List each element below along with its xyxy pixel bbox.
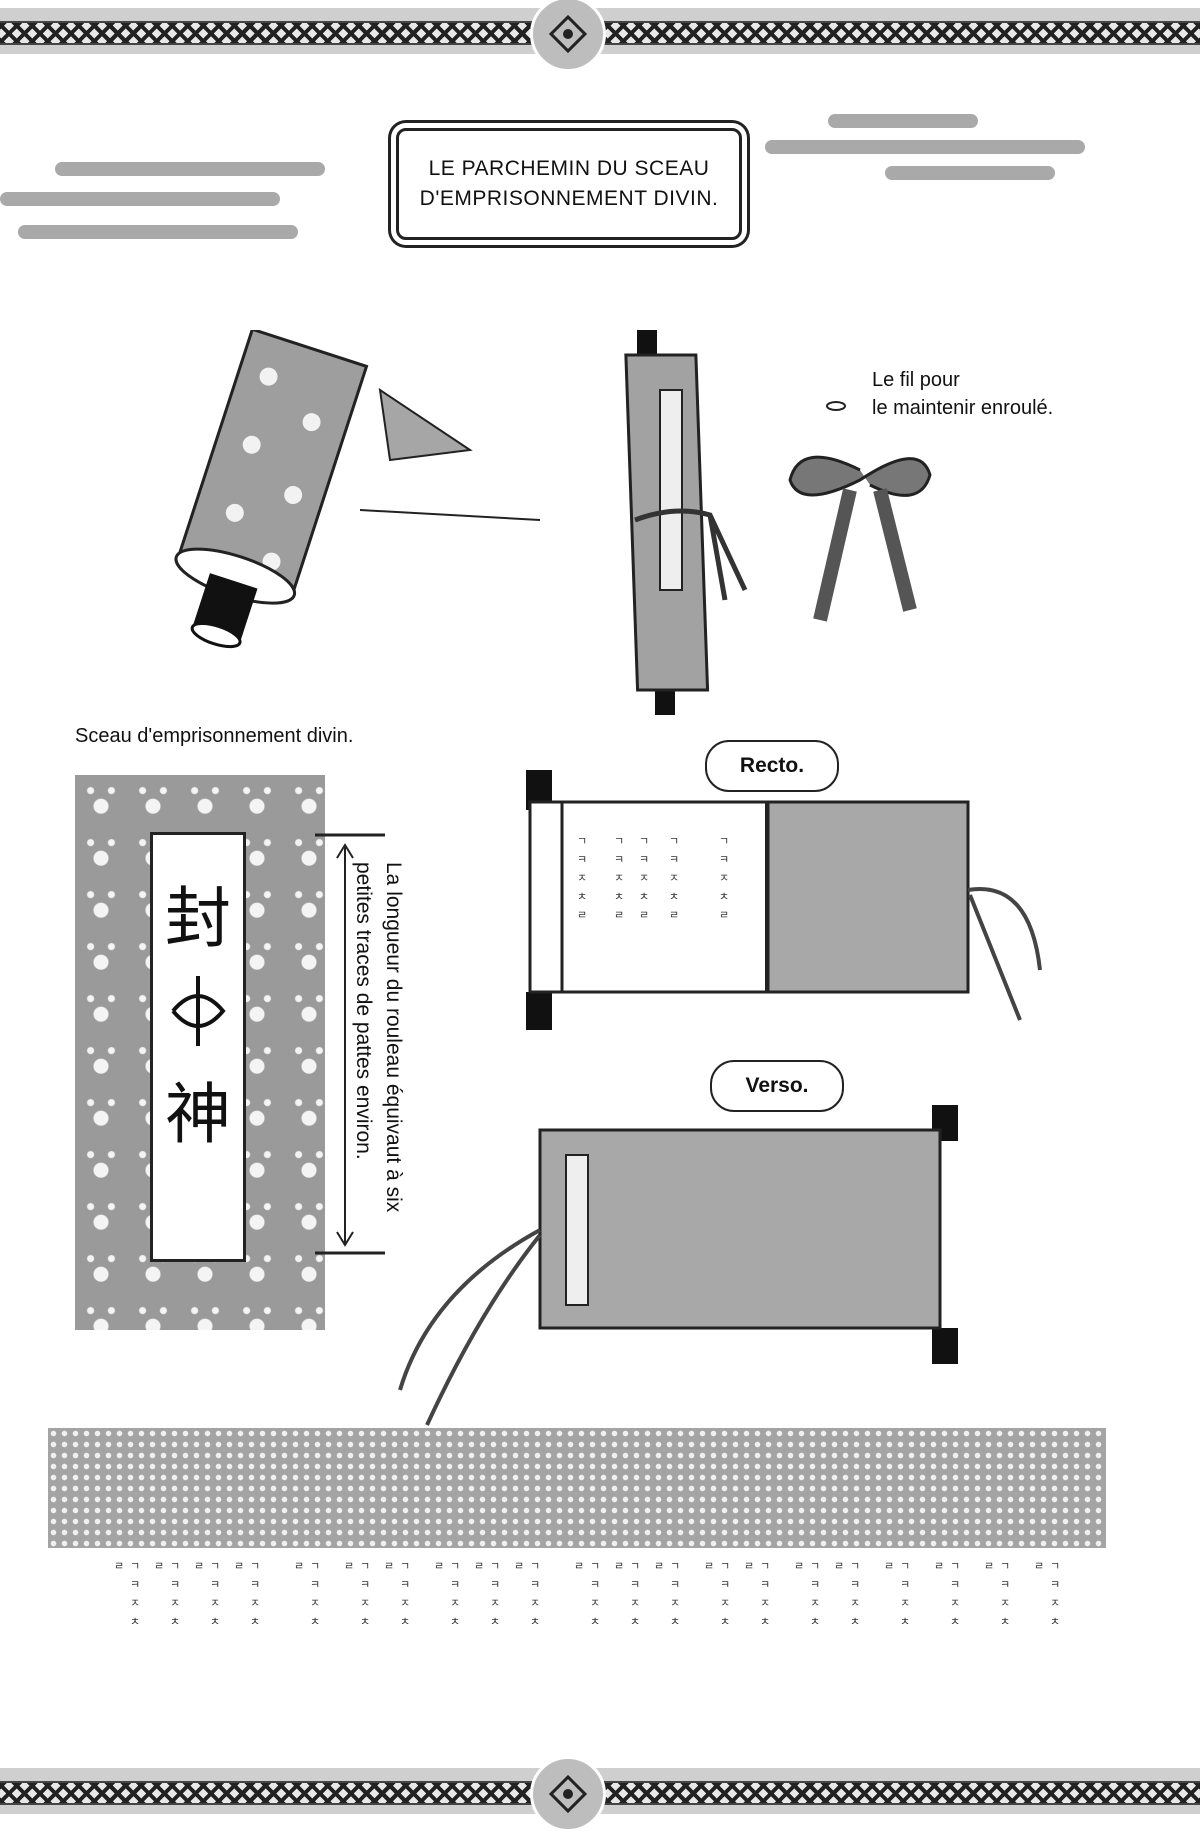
scroll-text-column: ㄱ ㅋ ㅈ ㅊ ㄹ xyxy=(152,1560,181,1629)
seal-emblem-icon xyxy=(171,976,226,1046)
scroll-text-column: ㄱ ㅋ ㅈ ㅊ ㄹ xyxy=(792,1560,821,1629)
recto-bubble: Recto. xyxy=(705,740,839,792)
scroll-text-column: ㄱ ㅋ ㅈ ㅊ ㄹ xyxy=(472,1560,501,1629)
top-border xyxy=(0,0,1200,72)
length-arrow xyxy=(315,833,385,1255)
seal-label: Sceau d'emprisonnement divin. xyxy=(75,725,354,747)
thread-note-marker xyxy=(826,401,846,411)
verso-scroll xyxy=(398,1105,958,1426)
cloud-decoration xyxy=(885,166,1055,180)
rolled-scroll-illustration xyxy=(624,330,748,715)
scroll-text-column: ㄱ ㅋ ㅈ ㅊ ㄹ xyxy=(882,1560,911,1629)
title-line-2: D'EMPRISONNEMENT DIVIN. xyxy=(419,187,719,210)
unrolled-scroll-band xyxy=(48,1428,1106,1548)
unrolled-scroll-text: ㄱ ㅋ ㅈ ㅊ ㄹ ㄱ ㅋ ㅈ ㅊ ㄹ ㄱ ㅋ ㅈ ㅊ ㄹ ㄱ ㅋ ㅈ ㅊ ㄹ … xyxy=(100,1560,1061,1640)
emblem-icon xyxy=(530,1756,606,1832)
scroll-text-column: ㄱ ㅋ ㅈ ㅊ ㄹ xyxy=(1032,1560,1061,1629)
scroll-text-column: ㄱ ㅋ ㅈ ㅊ ㄹ xyxy=(702,1560,731,1629)
thread-illustration xyxy=(788,455,932,622)
recto-text-column: ㄱ ㅋ ㅈ ㅊ ㄹ xyxy=(575,835,588,922)
scroll-text-column: ㄱ ㅋ ㅈ ㅊ ㄹ xyxy=(612,1560,641,1629)
title-line-1: LE PARCHEMIN DU SCEAU xyxy=(428,157,710,180)
cloud-decoration xyxy=(55,162,325,176)
thread-note-line-2: le maintenir enroulé. xyxy=(872,397,1054,419)
scroll-text-column: ㄱ ㅋ ㅈ ㅊ ㄹ xyxy=(982,1560,1011,1629)
length-note: La longueur du rouleau équivaut à six pe… xyxy=(348,862,408,1262)
seal-kanji-top: 封 xyxy=(165,880,231,957)
emblem-icon xyxy=(530,0,606,72)
scroll-text-column: ㄱ ㅋ ㅈ ㅊ ㄹ xyxy=(342,1560,371,1629)
scroll-text-column: ㄱ ㅋ ㅈ ㅊ ㄹ xyxy=(652,1560,681,1629)
recto-scroll xyxy=(526,770,1042,1030)
recto-text-column: ㄱ ㅋ ㅈ ㅊ ㄹ xyxy=(637,835,650,922)
length-note-line-1: La longueur du rouleau équivaut à six xyxy=(382,862,405,1213)
scroll-text-column: ㄱ ㅋ ㅈ ㅊ ㄹ xyxy=(832,1560,861,1629)
cloud-decoration xyxy=(765,140,1085,154)
scroll-text-column: ㄱ ㅋ ㅈ ㅊ ㄹ xyxy=(432,1560,461,1629)
scroll-closeup-illustration xyxy=(174,330,541,649)
cloud-decoration xyxy=(18,225,298,239)
scroll-text-column: ㄱ ㅋ ㅈ ㅊ ㄹ xyxy=(192,1560,221,1629)
scroll-text-column: ㄱ ㅋ ㅈ ㅊ ㄹ xyxy=(512,1560,541,1629)
length-note-line-2: petites traces de pattes environ. xyxy=(352,862,375,1160)
recto-text-column: ㄱ ㅋ ㅈ ㅊ ㄹ xyxy=(717,835,730,922)
seal-strip: 封 神 xyxy=(150,832,246,1262)
scroll-text-column: ㄱ ㅋ ㅈ ㅊ ㄹ xyxy=(742,1560,771,1629)
scroll-text-column: ㄱ ㅋ ㅈ ㅊ ㄹ xyxy=(292,1560,321,1629)
scroll-text-column: ㄱ ㅋ ㅈ ㅊ ㄹ xyxy=(932,1560,961,1629)
cloud-decoration xyxy=(0,192,280,206)
page-title: LE PARCHEMIN DU SCEAU D'EMPRISONNEMENT D… xyxy=(396,128,742,240)
cloud-decoration xyxy=(828,114,978,128)
thread-note-line-1: Le fil pour xyxy=(872,369,960,391)
scroll-text-column: ㄱ ㅋ ㅈ ㅊ ㄹ xyxy=(382,1560,411,1629)
verso-bubble: Verso. xyxy=(710,1060,844,1112)
thread-note: Le fil pour le maintenir enroulé. xyxy=(872,366,1053,422)
seal-kanji-bottom: 神 xyxy=(165,1076,231,1153)
bottom-border xyxy=(0,1756,1200,1832)
recto-text-column: ㄱ ㅋ ㅈ ㅊ ㄹ xyxy=(612,835,625,922)
scroll-text-column: ㄱ ㅋ ㅈ ㅊ ㄹ xyxy=(232,1560,261,1629)
scroll-text-column: ㄱ ㅋ ㅈ ㅊ ㄹ xyxy=(112,1560,141,1629)
scroll-text-column: ㄱ ㅋ ㅈ ㅊ ㄹ xyxy=(572,1560,601,1629)
recto-text-column: ㄱ ㅋ ㅈ ㅊ ㄹ xyxy=(667,835,680,922)
